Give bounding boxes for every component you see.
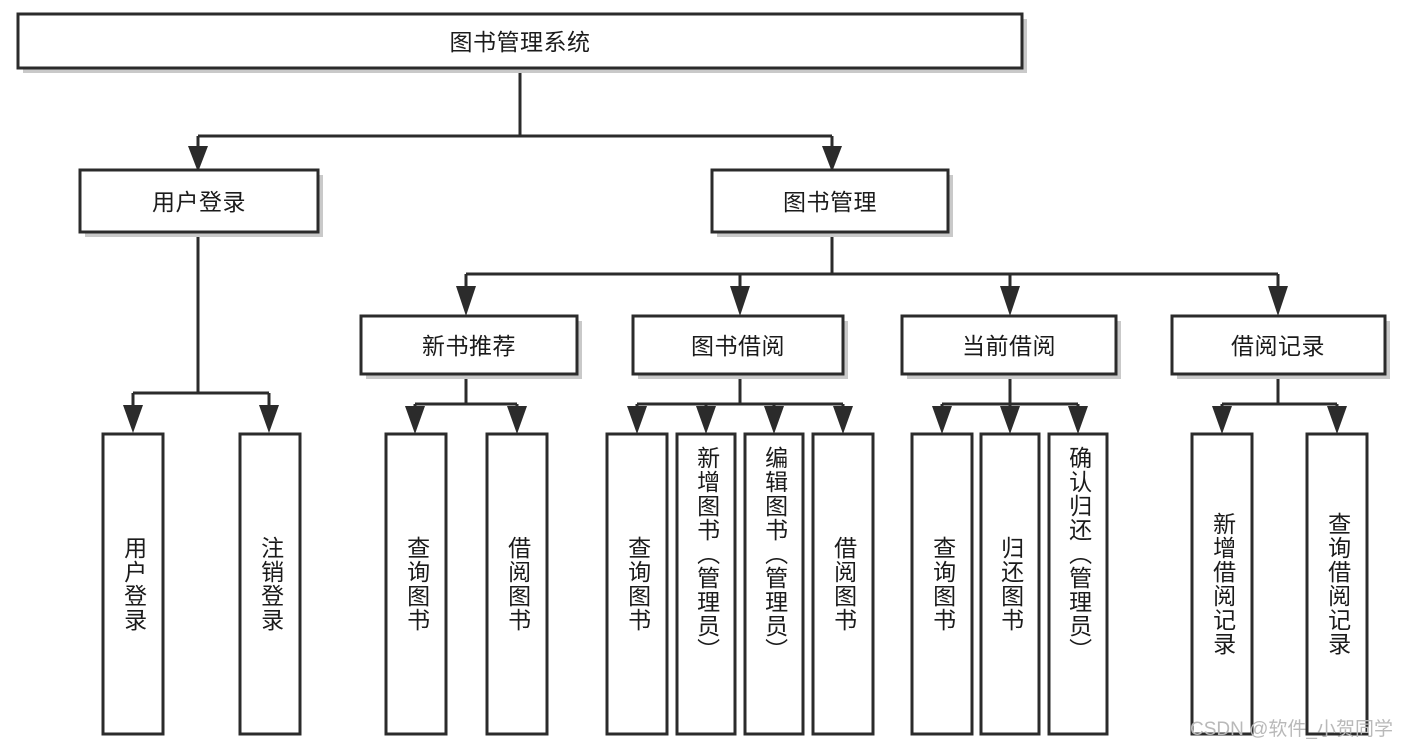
node-user-login-box[interactable] xyxy=(78,168,320,234)
node-borrow-record-box[interactable] xyxy=(1170,314,1387,376)
arrow-to-leaf-confirm-return xyxy=(1068,406,1088,434)
watermark-text: CSDN @软件_小贺同学 xyxy=(1190,719,1393,740)
horizontal-labels-layer: 图书管理系统 用户登录 图书管理 新书推荐 图书借阅 当前借阅 借阅记录 xyxy=(152,29,1325,359)
leaf-query-record-box[interactable] xyxy=(1305,432,1369,736)
leaf-borrow-book-1-box[interactable] xyxy=(485,432,549,736)
leaf-add-book-box[interactable] xyxy=(675,432,737,736)
node-new-book-rec-label: 新书推荐 xyxy=(422,333,516,359)
arrow-to-leaf-return-book xyxy=(1000,406,1020,434)
leaf-confirm-return-box[interactable] xyxy=(1047,432,1109,736)
arrow-to-leaf-borrow-book-2 xyxy=(833,406,853,434)
node-borrow-record-label: 借阅记录 xyxy=(1231,333,1325,359)
arrow-to-leaf-add-book xyxy=(696,406,716,434)
leaf-logout-box[interactable] xyxy=(238,432,302,736)
arrow-to-leaf-borrow-book-1 xyxy=(507,406,527,434)
arrow-to-borrow-record xyxy=(1268,286,1288,316)
connectors-layer xyxy=(123,68,1347,434)
node-current-borrow-label: 当前借阅 xyxy=(962,333,1056,359)
arrow-to-new-book-rec xyxy=(456,286,476,316)
arrow-to-current-borrow xyxy=(1000,286,1020,316)
node-book-borrow-label: 图书借阅 xyxy=(691,333,785,359)
arrow-to-leaf-query-book-1 xyxy=(405,406,425,434)
leaf-edit-book-box[interactable] xyxy=(743,432,805,736)
node-book-manage-label: 图书管理 xyxy=(783,189,877,215)
node-new-book-rec-box[interactable] xyxy=(359,314,579,376)
boxes-layer xyxy=(16,12,1387,736)
leaf-add-record-box[interactable] xyxy=(1190,432,1254,736)
arrow-to-leaf-logout xyxy=(259,405,279,433)
node-user-login-label: 用户登录 xyxy=(152,189,246,215)
arrow-to-user-login xyxy=(188,146,208,172)
node-book-borrow-box[interactable] xyxy=(631,314,845,376)
node-root-label: 图书管理系统 xyxy=(450,29,591,55)
node-current-borrow-box[interactable] xyxy=(900,314,1118,376)
leaf-query-book-1-box[interactable] xyxy=(384,432,448,736)
node-root-box[interactable] xyxy=(16,12,1024,70)
arrow-to-book-manage xyxy=(822,146,842,172)
leaf-user-login-box[interactable] xyxy=(101,432,165,736)
arrow-to-book-borrow xyxy=(730,286,750,316)
arrow-to-leaf-query-book-3 xyxy=(932,406,952,434)
leaf-return-book-box[interactable] xyxy=(979,432,1041,736)
leaf-borrow-book-2-box[interactable] xyxy=(811,432,875,736)
arrow-to-leaf-add-record xyxy=(1212,406,1232,434)
leaf-query-book-3-box[interactable] xyxy=(910,432,974,736)
node-book-manage-box[interactable] xyxy=(710,168,950,234)
arrow-to-leaf-query-book-2 xyxy=(627,406,647,434)
leaf-query-book-2-box[interactable] xyxy=(605,432,669,736)
arrow-to-leaf-user-login xyxy=(123,405,143,433)
arrow-to-leaf-edit-book xyxy=(764,406,784,434)
arrow-to-leaf-query-record xyxy=(1327,406,1347,434)
